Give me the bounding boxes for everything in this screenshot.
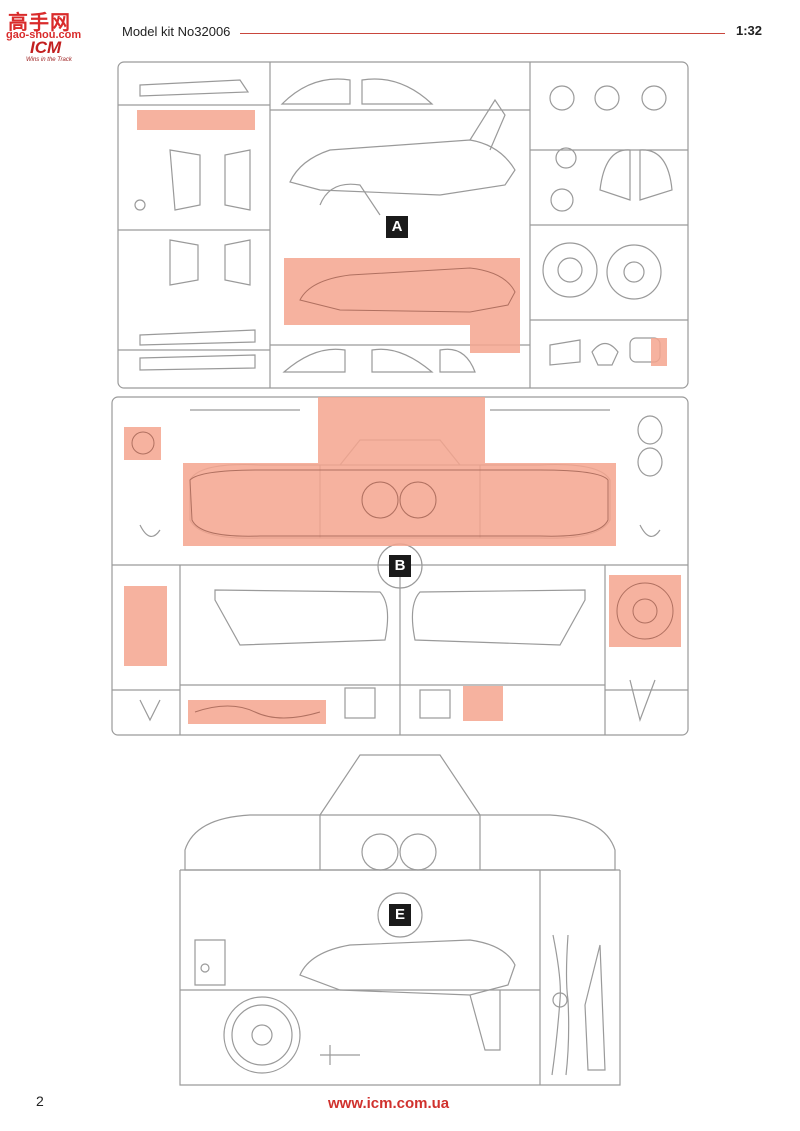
highlight-b-propeller [188, 700, 326, 724]
brand-logo-icm: ICM [30, 38, 62, 57]
sprue-label-e: E [389, 904, 411, 926]
highlight-b-cowling [609, 575, 681, 647]
document-title: Model kit No32006 [122, 24, 231, 39]
brand-logo-tagline: Wins in the Track [26, 57, 72, 63]
highlight-a-lower-rail [137, 110, 255, 130]
page-number: 2 [36, 1093, 44, 1109]
highlight-b-upper-wing [183, 397, 616, 546]
brand-logo-cn: 高手网 [8, 12, 71, 34]
kit-scale: 1:32 [736, 23, 763, 38]
highlight-b-small-part [463, 686, 503, 721]
highlight-b-side-panel [124, 586, 167, 666]
highlight-a-small-part [651, 338, 667, 366]
highlight-a-fuselage [284, 258, 520, 353]
header-rule [240, 33, 725, 34]
brand-logo-site: gao-shou.com [6, 29, 82, 41]
sprue-label-a: A [386, 216, 408, 238]
footer-url-link[interactable]: www.icm.com.ua [328, 1095, 450, 1112]
sprue-label-b: B [389, 555, 411, 577]
sprue-e-frame [179, 870, 621, 1086]
